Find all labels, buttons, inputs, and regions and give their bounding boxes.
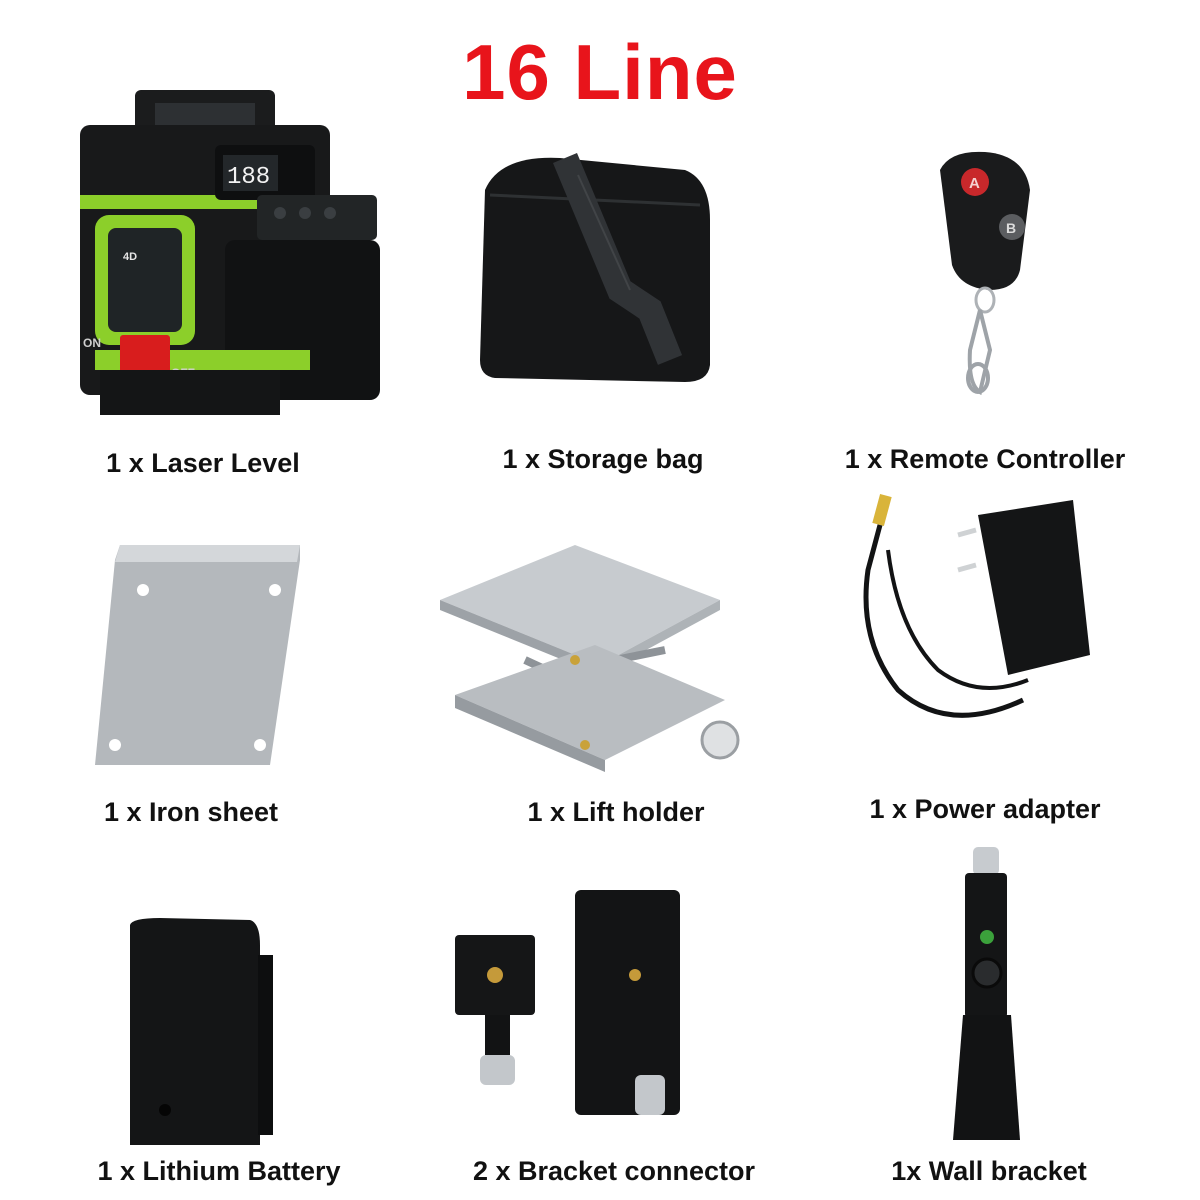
caption-wall-bracket: 1x Wall bracket — [891, 1156, 1087, 1186]
wall-bracket-image — [945, 845, 1035, 1145]
remote-button-a: A — [969, 175, 980, 192]
switch-on-label: ON — [83, 336, 101, 350]
caption-remote-controller: 1 x Remote Controller — [844, 444, 1126, 474]
caption-lithium-battery: 1 x Lithium Battery — [97, 1156, 341, 1186]
badge-label: 4D — [123, 251, 137, 263]
bracket-connector-image — [450, 885, 730, 1135]
caption-bracket-connector: 2 x Bracket connector — [472, 1156, 756, 1186]
remote-controller-image: A B — [930, 150, 1040, 400]
device-display: 188 — [227, 164, 270, 191]
remote-button-b: B — [1006, 220, 1016, 236]
caption-iron-sheet: 1 x Iron sheet — [103, 797, 279, 827]
storage-bag-image — [470, 150, 720, 390]
caption-laser-level: 1 x Laser Level — [106, 448, 300, 478]
laser-level-image: 4D 188 ON OFF — [75, 85, 390, 425]
power-adapter-image — [858, 490, 1098, 770]
caption-lift-holder: 1 x Lift holder — [527, 797, 705, 827]
iron-sheet-image — [85, 540, 310, 775]
page-title: 16 Line — [462, 28, 738, 116]
caption-storage-bag: 1 x Storage bag — [502, 444, 704, 474]
caption-power-adapter: 1 x Power adapter — [869, 794, 1101, 824]
lift-holder-image — [435, 540, 745, 775]
lithium-battery-image — [120, 915, 280, 1155]
